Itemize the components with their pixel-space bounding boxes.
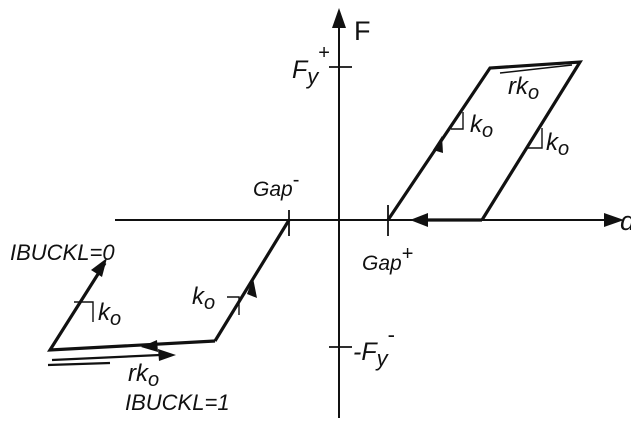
compression-loading-arrowhead	[247, 278, 257, 298]
slope-triangle-unloading	[528, 128, 543, 149]
slope-triangle-loading	[451, 112, 464, 130]
rk-lower-label: rko	[128, 360, 159, 391]
compression-loading-line	[213, 219, 291, 342]
compression-buckling-arrowhead	[141, 340, 158, 352]
displacement-axis-label: d	[620, 206, 631, 236]
k-unloading-label: ko	[546, 129, 569, 160]
force-axis-label: F	[354, 16, 371, 46]
ibuckl0-label: IBUCKL=0	[10, 240, 115, 265]
ibuckl1-label: IBUCKL=1	[125, 390, 230, 415]
k-loading-label: ko	[470, 111, 493, 142]
displacement-axis-arrowhead	[604, 213, 624, 227]
k-compression-label: ko	[192, 283, 215, 314]
ibuckl1-path-lower	[47, 361, 111, 367]
fy-minus-label: -Fy-	[353, 322, 395, 371]
slope-triangle-ibuckl0	[74, 301, 94, 322]
ibuckl1-arrowhead	[158, 349, 176, 361]
rk-upper-label: rko	[508, 73, 539, 104]
tension-loading-arrowhead	[433, 136, 443, 153]
rk-upper-marker	[499, 64, 573, 74]
ibuckl1-path-upper	[51, 353, 161, 362]
gap-plus-label: Gap+	[362, 243, 413, 275]
compression-buckling-path	[46, 262, 216, 352]
ibuckl0-arrowhead	[91, 258, 107, 277]
k-ibuckl0-label: ko	[98, 299, 121, 330]
slope-triangle-compression	[227, 296, 240, 315]
gap-minus-label: Gap-	[253, 169, 299, 201]
tension-return-arrowhead	[410, 213, 428, 227]
force-axis-arrowhead	[332, 8, 346, 28]
fy-plus-label: Fy+	[292, 42, 330, 89]
